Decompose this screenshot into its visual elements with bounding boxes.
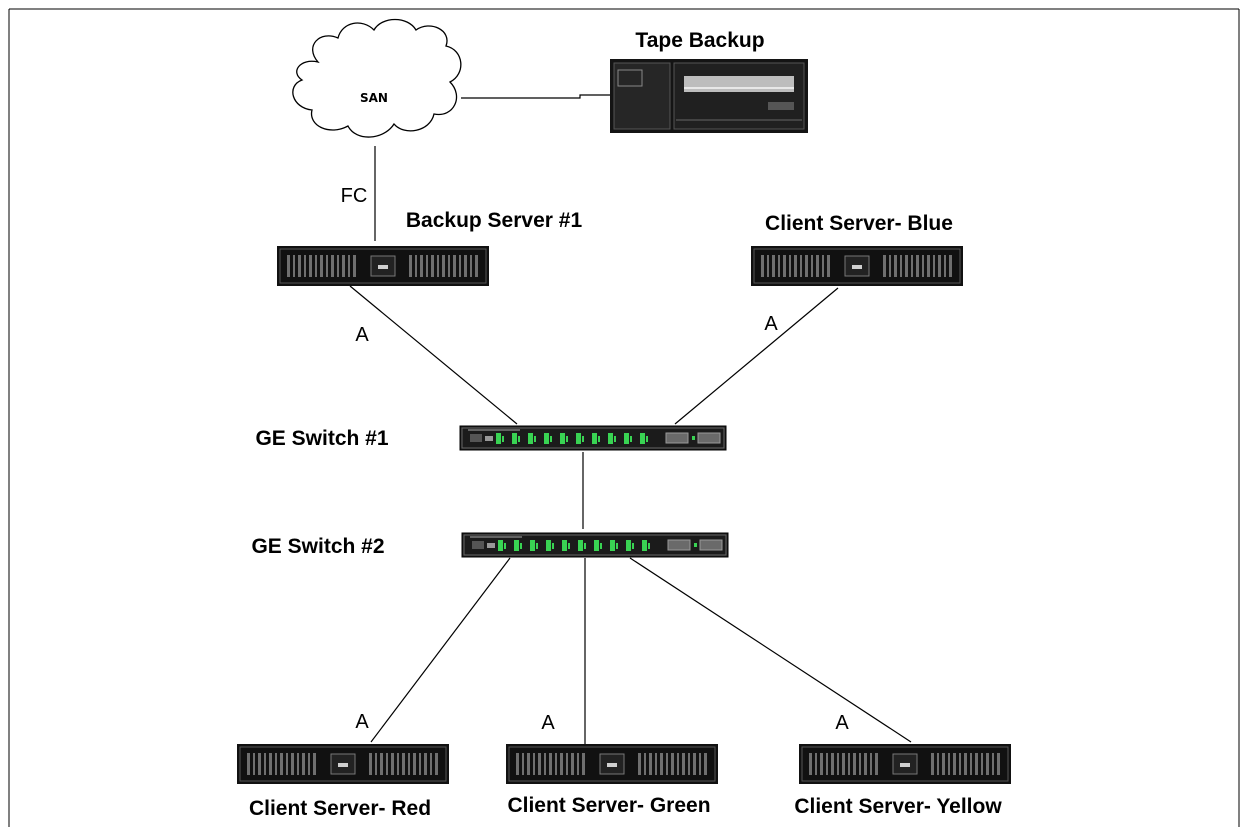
- link-label-blue-switch1: A: [764, 313, 778, 335]
- tape-drive-icon: [610, 59, 808, 133]
- ge-switch-1-label: GE Switch #1: [255, 427, 388, 450]
- client-server-green-label: Client Server- Green: [507, 794, 710, 817]
- client-server-green[interactable]: Client Server- Green: [505, 743, 719, 817]
- backup-server-label: Backup Server #1: [406, 209, 583, 232]
- link-label-switch2-yellow: A: [835, 712, 849, 734]
- switch-icon: [459, 425, 727, 451]
- link-blue-switch1: [674, 287, 839, 425]
- client-server-yellow[interactable]: Client Server- Yellow: [794, 743, 1012, 818]
- link-label-backup-switch1: A: [355, 324, 369, 346]
- server-icon: [276, 245, 490, 287]
- san-cloud[interactable]: SAN: [292, 18, 462, 138]
- link-switch2-red: [370, 557, 511, 743]
- link-switch2-yellow: [629, 557, 912, 743]
- client-server-red-label: Client Server- Red: [249, 797, 431, 820]
- tape-backup-device[interactable]: Tape Backup: [610, 29, 808, 133]
- link-backup-server-switch1: [349, 285, 518, 425]
- ge-switch-1[interactable]: GE Switch #1: [255, 425, 727, 451]
- switch-icon: [461, 532, 729, 558]
- san-label: SAN: [360, 91, 388, 105]
- client-server-yellow-label: Client Server- Yellow: [794, 795, 1002, 818]
- client-server-red[interactable]: Client Server- Red: [236, 743, 450, 820]
- ge-switch-2-label: GE Switch #2: [251, 535, 384, 558]
- fc-link-label: FC: [341, 185, 368, 207]
- server-icon: [750, 245, 964, 287]
- ge-switch-2[interactable]: GE Switch #2: [251, 532, 729, 558]
- link-label-switch2-green: A: [541, 712, 555, 734]
- server-icon: [236, 743, 450, 785]
- link-san-tape: [461, 94, 610, 99]
- server-icon: [505, 743, 719, 785]
- server-icon: [798, 743, 1012, 785]
- client-server-blue[interactable]: Client Server- Blue: [750, 212, 964, 287]
- client-server-blue-label: Client Server- Blue: [765, 212, 953, 235]
- cloud-icon: [292, 18, 462, 138]
- backup-server[interactable]: FC Backup Server #1: [276, 185, 583, 287]
- link-label-switch2-red: A: [355, 711, 369, 733]
- links: [349, 94, 912, 744]
- tape-backup-label: Tape Backup: [635, 29, 764, 52]
